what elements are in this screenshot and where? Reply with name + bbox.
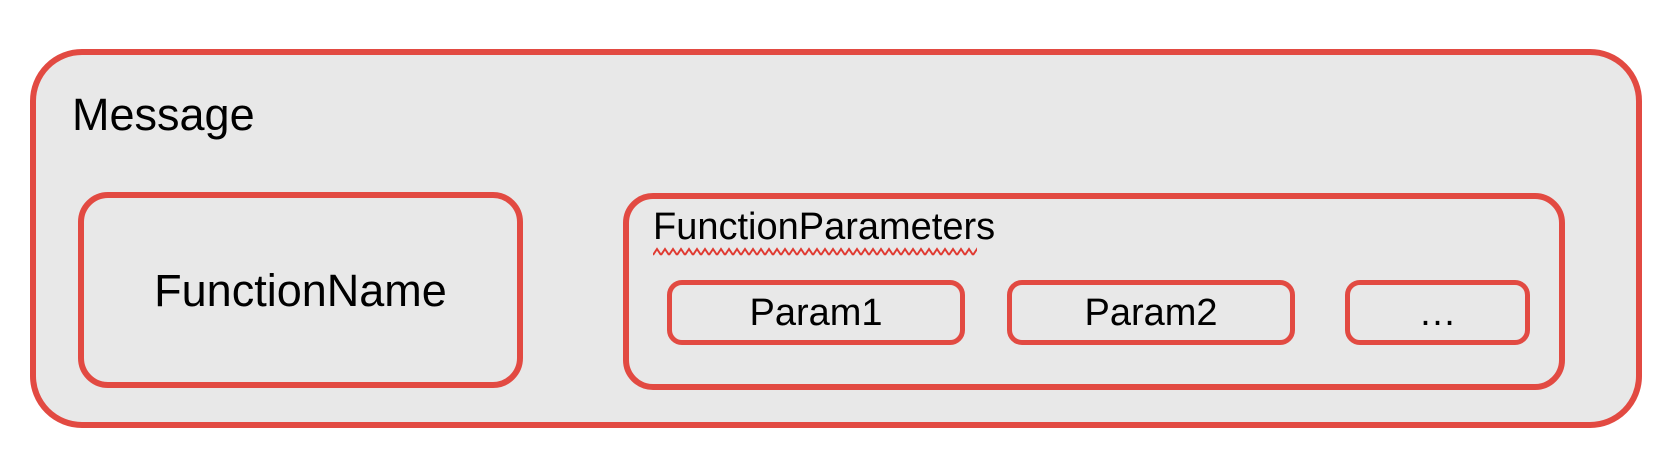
param2-box: Param2 (1007, 280, 1295, 345)
function-parameters-label: FunctionParameters (653, 206, 996, 248)
ellipsis-param-label: … (1418, 291, 1457, 334)
param1-label: Param1 (749, 291, 883, 334)
message-box: Message FunctionName FunctionParameters … (30, 49, 1642, 428)
param2-label: Param2 (1084, 291, 1218, 334)
ellipsis-param-box: … (1345, 280, 1530, 345)
function-name-label: FunctionName (154, 264, 447, 316)
message-label: Message (72, 89, 255, 140)
function-name-box: FunctionName (78, 192, 523, 388)
spellcheck-squiggle-icon (653, 247, 977, 257)
param1-box: Param1 (667, 280, 965, 345)
function-parameters-box: FunctionParameters Param1 Param2 … (623, 193, 1565, 390)
